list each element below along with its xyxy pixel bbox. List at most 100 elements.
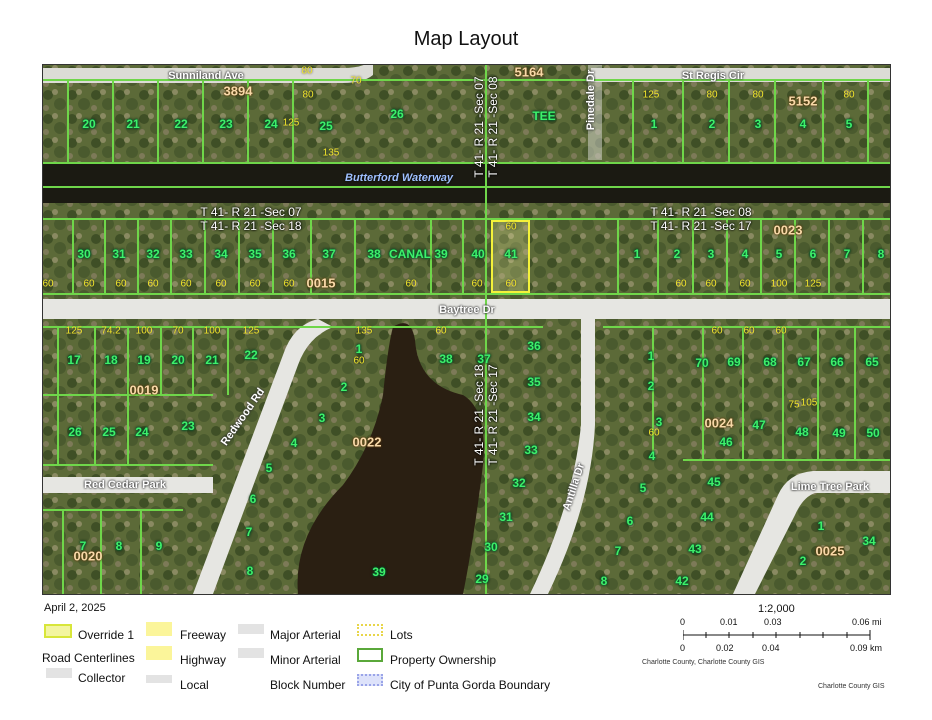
lot-number: 5 xyxy=(775,247,783,261)
lot-dimension: 60 xyxy=(435,325,447,337)
lot-dimension: 60 xyxy=(180,278,192,290)
lot-dimension: 60 xyxy=(405,278,417,290)
lot-number: 22 xyxy=(174,117,188,131)
lot-number: 4 xyxy=(290,436,298,450)
lot-dimension: 70 xyxy=(172,325,184,337)
lot-number: 5 xyxy=(265,461,273,475)
lot-number: 37 xyxy=(322,247,336,261)
lot-number: 25 xyxy=(102,425,116,439)
lot-number: 4 xyxy=(799,117,807,131)
legend-label: Highway xyxy=(180,653,227,667)
lot-number: 22 xyxy=(244,348,258,362)
scale-tick: 0.02 xyxy=(716,643,734,653)
minor-arterial-swatch xyxy=(238,648,264,658)
legend-label: Override 1 xyxy=(78,628,135,642)
lot-number: 34 xyxy=(214,247,228,261)
scale-tick: 0.09 km xyxy=(850,643,883,653)
local-swatch xyxy=(146,675,172,683)
lot-number: 23 xyxy=(219,117,233,131)
lot-number: 6 xyxy=(249,492,257,506)
lot-number: 32 xyxy=(512,476,526,490)
lot-number: 6 xyxy=(626,514,634,528)
legend-label: Road Centerlines xyxy=(42,651,135,665)
lot-number: 1 xyxy=(355,342,363,356)
override-lot-41 xyxy=(491,220,530,293)
block-number: 5152 xyxy=(788,93,818,109)
lot-number: 46 xyxy=(719,435,733,449)
section-label: T 41- R 21 -Sec 07 xyxy=(200,205,302,219)
highway-swatch xyxy=(146,646,172,660)
lot-number: 23 xyxy=(181,419,195,433)
lot-number: 2 xyxy=(708,117,716,131)
major-arterial-swatch xyxy=(238,624,264,634)
lot-dimension: 60 xyxy=(215,278,227,290)
scale-tick: 0 xyxy=(680,617,686,627)
lot-dimension: 60 xyxy=(42,278,54,290)
lot-number: 20 xyxy=(171,353,185,367)
street-label: Sunniland Ave xyxy=(168,70,244,82)
lot-number: 3 xyxy=(318,411,326,425)
block-number: 3894 xyxy=(223,83,253,99)
legend-label: Freeway xyxy=(180,628,227,642)
lot-number: 24 xyxy=(135,425,149,439)
lot-number: 31 xyxy=(112,247,126,261)
section-label: T 41- R 21 -Sec 07 xyxy=(472,76,486,178)
section-label: T 41- R 21 -Sec 08 xyxy=(486,76,500,178)
lot-number: 4 xyxy=(741,247,749,261)
block-number: 0025 xyxy=(815,543,845,559)
lot-number: 8 xyxy=(115,539,123,553)
lot-dimension: 70 xyxy=(350,75,362,87)
lot-number: 38 xyxy=(367,247,381,261)
lot-number: 19 xyxy=(137,353,151,367)
lot-number: 30 xyxy=(77,247,91,261)
lot-dimension: 74.2 xyxy=(101,325,121,337)
street-label: Pinedale Dr xyxy=(585,69,597,131)
butterford-waterway xyxy=(43,163,890,203)
lot-dimension: 60 xyxy=(283,278,295,290)
lot-number: 39 xyxy=(434,247,448,261)
street-label: Red Cedar Park xyxy=(84,479,166,491)
credit-text: Charlotte County, Charlotte County GIS xyxy=(642,659,765,666)
lot-number: 8 xyxy=(246,564,254,578)
lot-number: 68 xyxy=(763,355,777,369)
lot-number: 49 xyxy=(832,426,846,440)
scale-bar xyxy=(683,630,871,640)
street-label: Lime Tree Park xyxy=(790,481,870,493)
lot-dimension: 60 xyxy=(505,221,517,233)
lot-dimension: 60 xyxy=(743,325,755,337)
map-view[interactable]: Sunniland Ave St Regis Cir Pinedale Dr B… xyxy=(42,64,891,595)
block-number: 0024 xyxy=(704,415,734,431)
lot-number: 33 xyxy=(179,247,193,261)
legend-label: Major Arterial xyxy=(270,628,341,642)
lot-number: 1 xyxy=(817,519,825,533)
street-label: St Regis Cir xyxy=(681,70,745,82)
lot-dimension: 60 xyxy=(115,278,127,290)
lot-number: 39 xyxy=(372,565,386,579)
lot-number: 7 xyxy=(79,539,87,553)
lots-swatch xyxy=(357,624,383,636)
redwood-rd xyxy=(193,319,333,594)
lot-number: 29 xyxy=(475,572,489,586)
lot-number: TEE xyxy=(532,109,556,123)
lot-number: 44 xyxy=(700,510,714,524)
legend-label: City of Punta Gorda Boundary xyxy=(390,678,551,692)
lot-number: 69 xyxy=(727,355,741,369)
scale-tick: 0.06 mi xyxy=(852,617,882,627)
page-title: Map Layout xyxy=(413,28,519,50)
scale-tick: 0.03 xyxy=(764,617,782,627)
lot-dimension: 60 xyxy=(147,278,159,290)
lot-number: 47 xyxy=(752,418,766,432)
lot-number: 67 xyxy=(797,355,811,369)
lot-dimension: 80 xyxy=(706,89,718,101)
lot-number: 26 xyxy=(390,107,404,121)
block-number: 0015 xyxy=(306,275,336,291)
pinedale-dr xyxy=(588,65,602,160)
lot-dimension: 105 xyxy=(800,397,818,409)
legend-label: Block Number xyxy=(270,678,346,692)
lot-dimension: 60 xyxy=(353,355,365,367)
lot-number: 20 xyxy=(82,117,96,131)
legend-label: Local xyxy=(180,678,209,692)
lot-number: 26 xyxy=(68,425,82,439)
lot-dimension: 125 xyxy=(642,89,660,101)
